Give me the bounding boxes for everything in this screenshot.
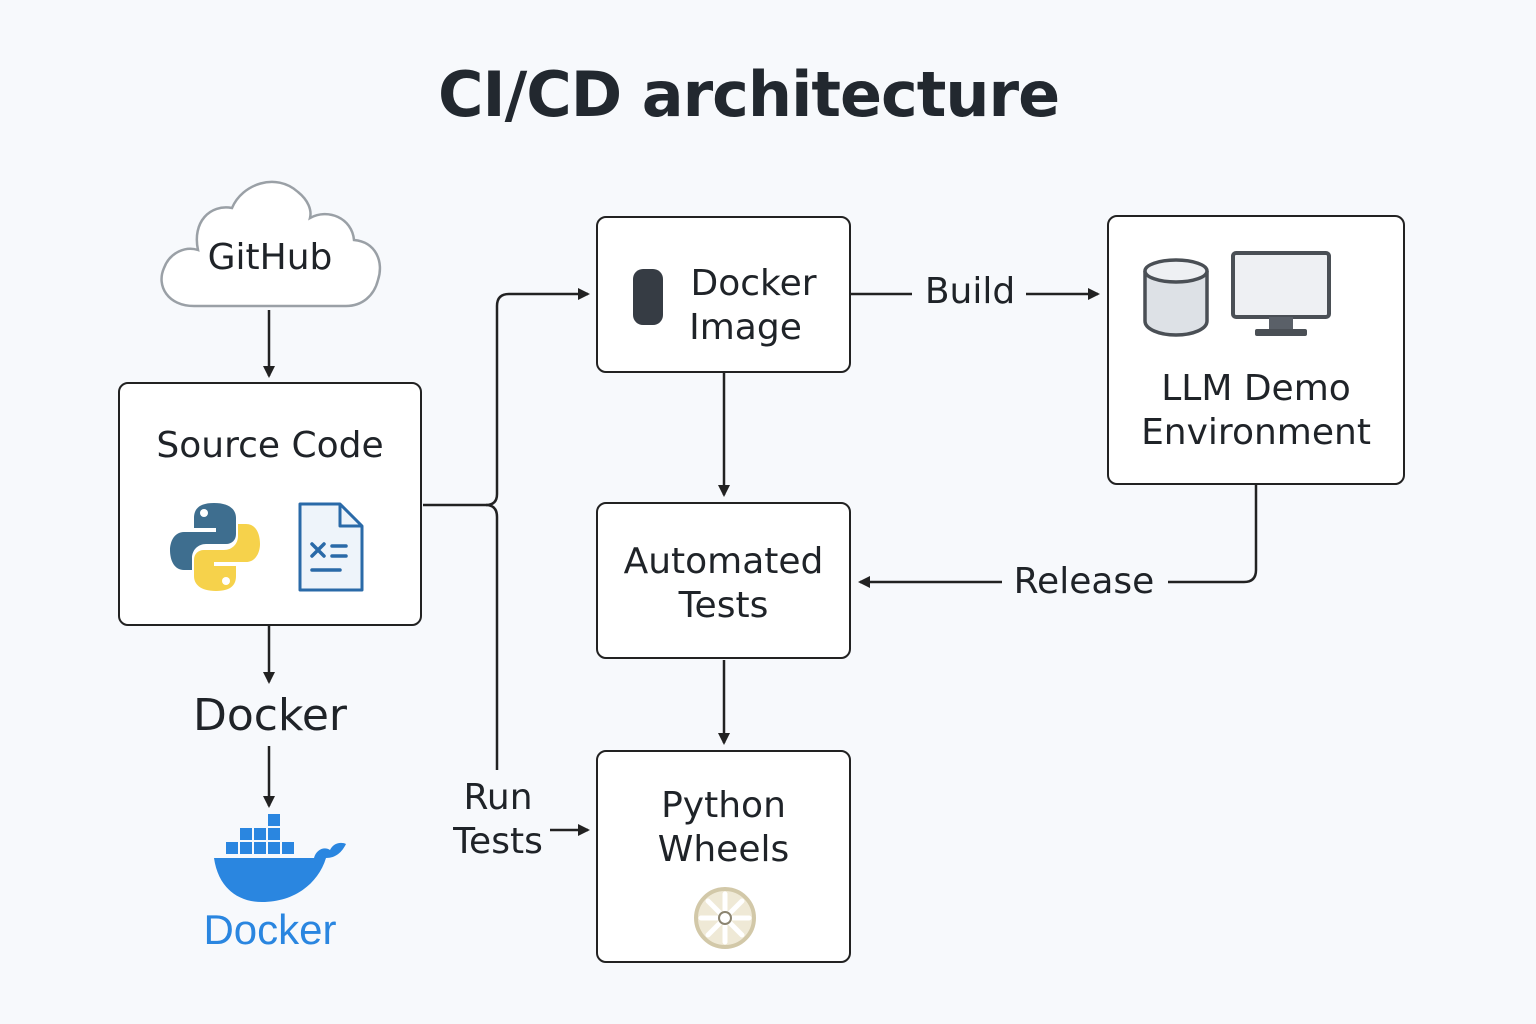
edge-branch-down bbox=[485, 503, 499, 770]
python-wheels-label-1: Python bbox=[661, 785, 786, 826]
source-code-box: Source Code bbox=[118, 382, 422, 626]
docker-label: Docker bbox=[192, 690, 348, 741]
automated-tests-label-2: Tests bbox=[678, 585, 769, 626]
release-label: Release bbox=[1013, 561, 1155, 602]
docker-logo-text: Docker bbox=[203, 906, 337, 953]
edge-source-branch bbox=[423, 288, 590, 507]
python-wheels-label-2: Wheels bbox=[657, 829, 790, 870]
code-file-icon bbox=[298, 502, 364, 592]
database-icon bbox=[1143, 258, 1209, 337]
diagram-title: CI/CD architecture bbox=[438, 58, 1060, 131]
build-label: Build bbox=[924, 271, 1016, 312]
source-code-label: Source Code bbox=[156, 425, 384, 466]
run-tests-line2: Tests bbox=[453, 821, 543, 862]
llm-demo-box: LLM Demo Environment bbox=[1107, 215, 1405, 485]
python-wheels-box: Python Wheels bbox=[596, 750, 851, 963]
container-icon bbox=[633, 269, 663, 325]
llm-demo-label-2: Environment bbox=[1141, 412, 1371, 453]
wheel-icon bbox=[694, 887, 756, 949]
cloud-icon bbox=[160, 180, 382, 308]
docker-image-label-2: Image bbox=[689, 307, 802, 348]
run-tests-line1: Run bbox=[463, 777, 533, 818]
docker-logo: Docker bbox=[190, 812, 350, 957]
run-tests-label: Run Tests bbox=[445, 776, 551, 864]
docker-whale-icon bbox=[214, 814, 346, 902]
monitor-icon bbox=[1231, 251, 1331, 336]
github-node: GitHub bbox=[158, 178, 382, 310]
github-label: GitHub bbox=[207, 237, 333, 278]
automated-tests-label-1: Automated bbox=[623, 541, 824, 582]
edge-llm-release bbox=[1168, 485, 1258, 584]
docker-image-label-1: Docker bbox=[690, 263, 817, 304]
python-icon bbox=[170, 503, 260, 591]
automated-tests-box: Automated Tests bbox=[596, 502, 851, 659]
docker-image-box: Docker Image bbox=[596, 216, 851, 373]
llm-demo-label-1: LLM Demo bbox=[1161, 368, 1351, 409]
